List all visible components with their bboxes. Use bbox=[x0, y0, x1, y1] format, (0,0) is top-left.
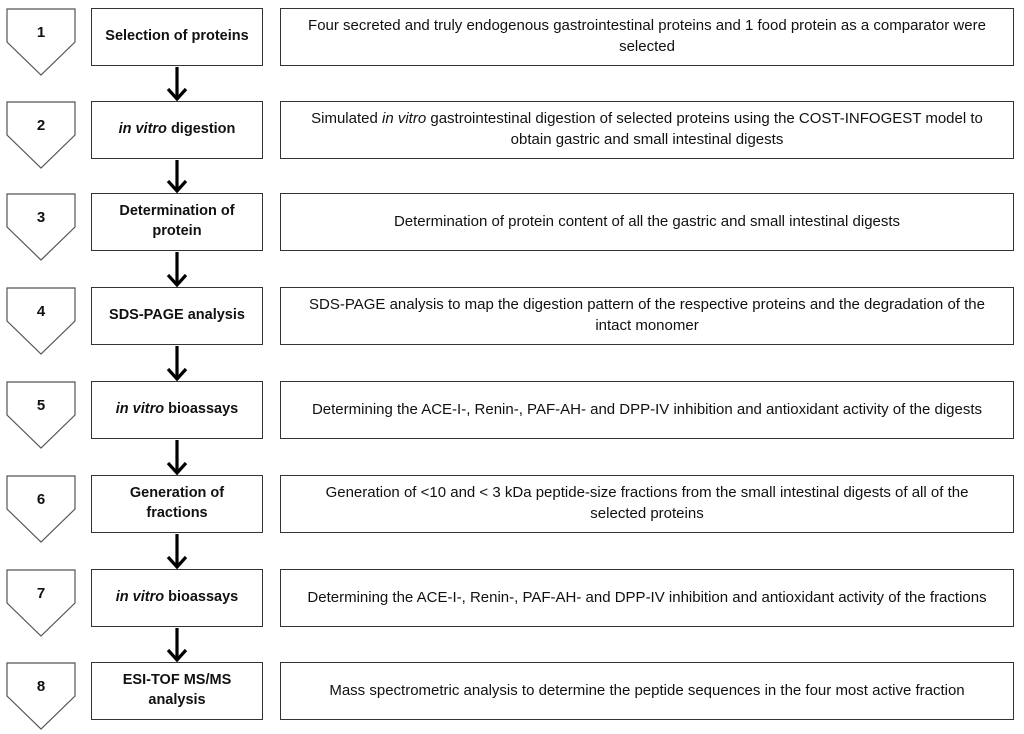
down-arrow-icon bbox=[166, 440, 188, 476]
badge-outline bbox=[6, 569, 76, 637]
badge-outline bbox=[6, 662, 76, 730]
step-badge-shape bbox=[6, 475, 76, 543]
step-number: 5 bbox=[36, 397, 46, 414]
badge-outline bbox=[6, 101, 76, 169]
step-title: in vitro bioassays bbox=[116, 588, 239, 608]
step-description-box: Determining the ACE-I-, Renin-, PAF-AH- … bbox=[280, 569, 1014, 627]
step-description: Generation of <10 and < 3 kDa peptide-si… bbox=[299, 483, 995, 524]
step-badge-shape bbox=[6, 8, 76, 76]
step-badge-shape bbox=[6, 287, 76, 355]
text-segment: digestion bbox=[166, 121, 236, 138]
step-number: 7 bbox=[36, 585, 46, 602]
step-description: Simulated in vitro gastrointestinal dige… bbox=[299, 109, 995, 150]
step-number: 3 bbox=[36, 209, 46, 226]
step-description: Determination of protein content of all … bbox=[394, 212, 900, 233]
badge-outline bbox=[6, 475, 76, 543]
down-arrow-icon bbox=[166, 160, 188, 194]
step-description: SDS-PAGE analysis to map the digestion p… bbox=[299, 295, 995, 336]
text-segment: Determining the ACE-I-, Renin-, PAF-AH- … bbox=[311, 400, 983, 418]
italic-term: in vitro bbox=[115, 589, 165, 606]
step-title-box: in vitro digestion bbox=[91, 101, 263, 159]
text-segment: Determining the ACE-I-, Renin-, PAF-AH- … bbox=[307, 588, 987, 606]
step-title-box: Determination of protein bbox=[91, 193, 263, 251]
badge-outline bbox=[6, 193, 76, 261]
step-title-box: Selection of proteins bbox=[91, 8, 263, 66]
arrow-head bbox=[166, 273, 188, 288]
down-arrow-icon bbox=[166, 534, 188, 570]
text-segment: Simulated bbox=[311, 110, 382, 128]
step-number: 8 bbox=[36, 678, 46, 695]
text-segment: ESI-TOF MS/MS analysis bbox=[122, 672, 232, 708]
step-title: Determination of protein bbox=[98, 202, 256, 241]
step-title: SDS-PAGE analysis bbox=[109, 306, 245, 326]
step-description-box: Determining the ACE-I-, Renin-, PAF-AH- … bbox=[280, 381, 1014, 439]
step-description: Determining the ACE-I-, Renin-, PAF-AH- … bbox=[312, 400, 982, 421]
badge-outline bbox=[6, 381, 76, 449]
down-arrow-icon bbox=[166, 252, 188, 288]
step-badge-shape bbox=[6, 101, 76, 169]
step-badge-shape bbox=[6, 381, 76, 449]
text-segment: Generation of <10 and < 3 kDa peptide-si… bbox=[325, 484, 969, 522]
arrow-head bbox=[166, 87, 188, 102]
text-segment: Four secreted and truly endogenous gastr… bbox=[308, 17, 986, 55]
text-segment: Generation of fractions bbox=[129, 485, 225, 521]
italic-term: in vitro bbox=[118, 121, 167, 138]
text-segment: SDS-PAGE analysis to map the digestion p… bbox=[309, 296, 985, 334]
step-number: 1 bbox=[36, 24, 46, 41]
step-title: Selection of proteins bbox=[105, 27, 248, 47]
step-title: ESI-TOF MS/MS analysis bbox=[98, 671, 256, 710]
step-description-box: Determination of protein content of all … bbox=[280, 193, 1014, 251]
down-arrow-icon bbox=[166, 628, 188, 663]
step-badge-shape bbox=[6, 662, 76, 730]
arrow-head bbox=[166, 648, 188, 663]
arrow-head bbox=[166, 179, 188, 194]
step-title: in vitro digestion bbox=[119, 120, 236, 140]
step-description-box: Four secreted and truly endogenous gastr… bbox=[280, 8, 1014, 66]
text-segment: Determination of protein bbox=[119, 203, 235, 239]
step-description: Mass spectrometric analysis to determine… bbox=[329, 681, 964, 702]
step-number: 4 bbox=[36, 303, 46, 320]
step-title-box: Generation of fractions bbox=[91, 475, 263, 533]
step-description-box: Simulated in vitro gastrointestinal dige… bbox=[280, 101, 1014, 159]
down-arrow-icon bbox=[166, 346, 188, 382]
text-segment: bioassays bbox=[164, 401, 239, 418]
italic-term: in vitro bbox=[115, 401, 165, 418]
step-description-box: SDS-PAGE analysis to map the digestion p… bbox=[280, 287, 1014, 345]
step-description-box: Mass spectrometric analysis to determine… bbox=[280, 662, 1014, 720]
arrow-head bbox=[166, 367, 188, 382]
step-description: Four secreted and truly endogenous gastr… bbox=[299, 16, 995, 57]
step-description: Determining the ACE-I-, Renin-, PAF-AH- … bbox=[307, 588, 986, 609]
text-segment: Mass spectrometric analysis to determine… bbox=[329, 681, 965, 699]
step-title-box: ESI-TOF MS/MS analysis bbox=[91, 662, 263, 720]
text-segment: Determination of protein content of all … bbox=[393, 212, 901, 230]
step-number: 2 bbox=[36, 117, 46, 134]
step-title: Generation of fractions bbox=[98, 484, 256, 523]
step-title: in vitro bioassays bbox=[116, 400, 239, 420]
step-badge-shape bbox=[6, 193, 76, 261]
step-title-box: in vitro bioassays bbox=[91, 569, 263, 627]
badge-outline bbox=[6, 287, 76, 355]
badge-outline bbox=[6, 8, 76, 76]
step-title-box: SDS-PAGE analysis bbox=[91, 287, 263, 345]
text-segment: gastrointestinal digestion of selected p… bbox=[426, 110, 983, 148]
italic-term: in vitro bbox=[382, 110, 427, 128]
down-arrow-icon bbox=[166, 67, 188, 102]
arrow-head bbox=[166, 461, 188, 476]
step-description-box: Generation of <10 and < 3 kDa peptide-si… bbox=[280, 475, 1014, 533]
step-title-box: in vitro bioassays bbox=[91, 381, 263, 439]
arrow-head bbox=[166, 555, 188, 570]
step-badge-shape bbox=[6, 569, 76, 637]
text-segment: SDS-PAGE analysis bbox=[109, 307, 245, 324]
text-segment: Selection of proteins bbox=[105, 28, 249, 45]
text-segment: bioassays bbox=[164, 589, 239, 606]
step-number: 6 bbox=[36, 491, 46, 508]
